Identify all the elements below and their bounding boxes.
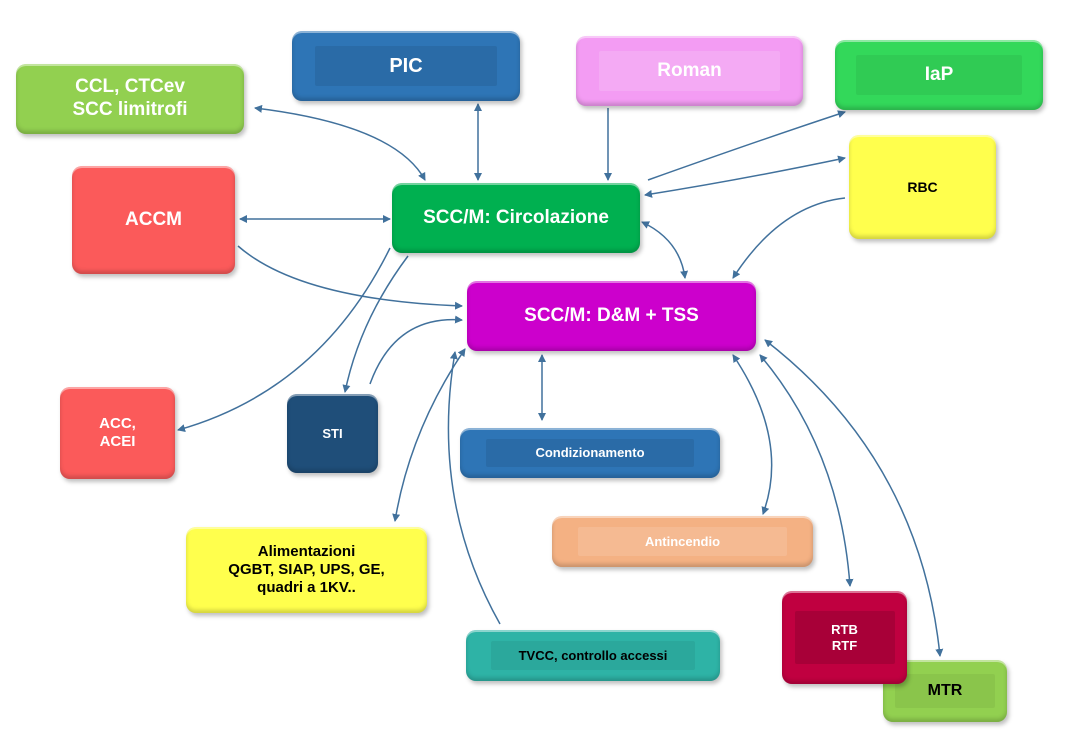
node-sti-label: STI: [322, 425, 343, 441]
node-roman-label: Roman: [657, 59, 722, 81]
node-ccl-label: CCL, CTCev SCC limitrofi: [72, 76, 188, 120]
node-pic-label: PIC: [389, 55, 423, 77]
node-tvcc-label: TVCC, controllo accessi: [518, 647, 668, 663]
node-dm-tss-label: SCC/M: D&M + TSS: [524, 304, 699, 326]
node-iap-label: IaP: [924, 63, 954, 85]
node-rbc[interactable]: RBC: [849, 135, 996, 239]
connector-ccl-circolazione: [254, 104, 426, 181]
node-tvcc[interactable]: TVCC, controllo accessi: [466, 630, 720, 681]
connector-rbc-circolazione: [644, 155, 846, 198]
node-accm-label: ACCM: [125, 208, 182, 230]
node-sti[interactable]: STI: [287, 394, 378, 473]
node-accm[interactable]: ACCM: [72, 166, 235, 274]
connector-rbc-dm_tss: [732, 197, 846, 279]
node-alimentazioni-label: Alimentazioni QGBT, SIAP, UPS, GE, quadr…: [228, 543, 385, 596]
connector-dm_tss-mtr: [764, 339, 944, 657]
node-roman[interactable]: Roman: [576, 36, 803, 106]
connector-dm_tss-antincendio: [732, 354, 773, 515]
node-condizionamento-label: Condizionamento: [535, 445, 645, 461]
connector-tvcc-dm_tss: [447, 351, 501, 625]
node-rtb-rtf-label: RTB RTF: [831, 621, 858, 653]
node-ccl[interactable]: CCL, CTCev SCC limitrofi: [16, 64, 244, 134]
node-circolazione[interactable]: SCC/M: Circolazione: [392, 183, 640, 253]
node-acc-acei-label: ACC, ACEI: [99, 415, 136, 450]
node-alimentazioni[interactable]: Alimentazioni QGBT, SIAP, UPS, GE, quadr…: [186, 527, 427, 613]
connector-sti-dm_tss: [369, 315, 463, 385]
node-dm-tss[interactable]: SCC/M: D&M + TSS: [467, 281, 756, 351]
node-antincendio-label: Antincendio: [644, 533, 721, 549]
node-circolazione-label: SCC/M: Circolazione: [423, 206, 609, 228]
node-mtr-label: MTR: [927, 682, 963, 700]
node-acc-acei[interactable]: ACC, ACEI: [60, 387, 175, 479]
node-rbc-label: RBC: [907, 178, 938, 195]
node-antincendio[interactable]: Antincendio: [552, 516, 813, 567]
connector-circolazione-iap: [647, 110, 846, 181]
connector-circolazione-dm_tss: [641, 221, 689, 279]
connector-circolazione-acc_acei: [177, 247, 391, 432]
connector-circolazione-sti: [342, 255, 409, 393]
node-rtb-rtf[interactable]: RTB RTF: [782, 591, 907, 684]
node-condizionamento[interactable]: Condizionamento: [460, 428, 720, 478]
node-iap[interactable]: IaP: [835, 40, 1043, 110]
connector-accm-dm_tss: [237, 245, 463, 310]
node-pic[interactable]: PIC: [292, 31, 520, 101]
